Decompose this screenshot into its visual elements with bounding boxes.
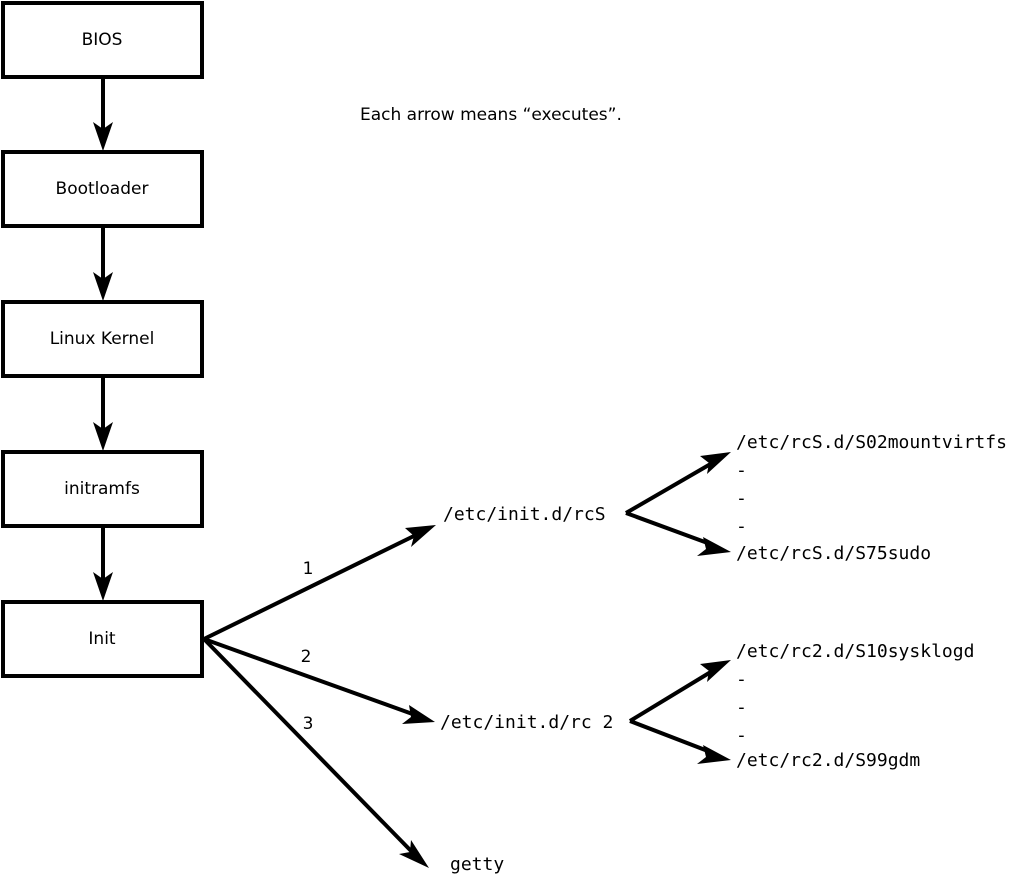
arrow-initramfs-to-init [93,527,113,601]
edge-number-1: 1 [303,559,314,579]
stage-node-bios[interactable]: BIOS [1,1,204,79]
stage-box-init[interactable] [1,600,204,678]
branch-target-rc2[interactable]: /etc/init.d/rc 2 [440,712,613,733]
edge-number-3: 3 [303,714,314,734]
rc2-ellipsis-dash-1: - [736,669,747,690]
arrow-rcs-to-last-script [625,511,731,556]
stage-box-bootloader[interactable] [1,150,204,228]
stage-label-init: Init [88,629,116,649]
arrow-bios-to-bootloader [93,77,113,151]
rcs-ellipsis-dash-3: - [736,516,747,537]
arrow-rc2-to-first-script [628,660,731,723]
stage-label-bios: BIOS [82,30,123,50]
stage-node-init[interactable]: Init [1,600,204,678]
arrow-rcs-to-first-script [624,452,731,515]
stage-box-bios[interactable] [1,1,204,79]
rc2-script-first[interactable]: /etc/rc2.d/S10sysklogd [736,641,974,662]
arrow-init-branch-2 [203,637,435,724]
rcs-script-first[interactable]: /etc/rcS.d/S02mountvirtfs [736,432,1007,453]
arrow-init-branch-1 [203,525,436,641]
stage-label-bootloader: Bootloader [56,179,149,199]
stage-box-kernel[interactable] [1,300,204,378]
stage-label-initramfs: initramfs [64,479,140,499]
arrow-rc2-to-last-script [629,719,731,764]
arrow-bootloader-to-kernel [93,227,113,301]
rcs-ellipsis-dash-2: - [736,488,747,509]
rc2-ellipsis-dash-2: - [736,697,747,718]
rcs-script-last[interactable]: /etc/rcS.d/S75sudo [736,543,931,564]
rcs-ellipsis-dash-1: - [736,460,747,481]
arrow-kernel-to-initramfs [93,377,113,451]
edge-number-2: 2 [301,647,312,667]
legend-note: Each arrow means “executes”. [360,105,622,125]
rc2-ellipsis-dash-3: - [736,725,747,746]
stage-node-bootloader[interactable]: Bootloader [1,150,204,228]
stage-node-kernel[interactable]: Linux Kernel [1,300,204,378]
rc2-script-last[interactable]: /etc/rc2.d/S99gdm [736,750,920,771]
branch-target-getty[interactable]: getty [450,854,504,875]
branch-target-rcs[interactable]: /etc/init.d/rcS [443,504,606,525]
stage-box-initramfs[interactable] [1,450,204,528]
stage-node-initramfs[interactable]: initramfs [1,450,204,528]
arrow-init-branch-3 [202,637,429,868]
stage-label-kernel: Linux Kernel [50,329,155,349]
